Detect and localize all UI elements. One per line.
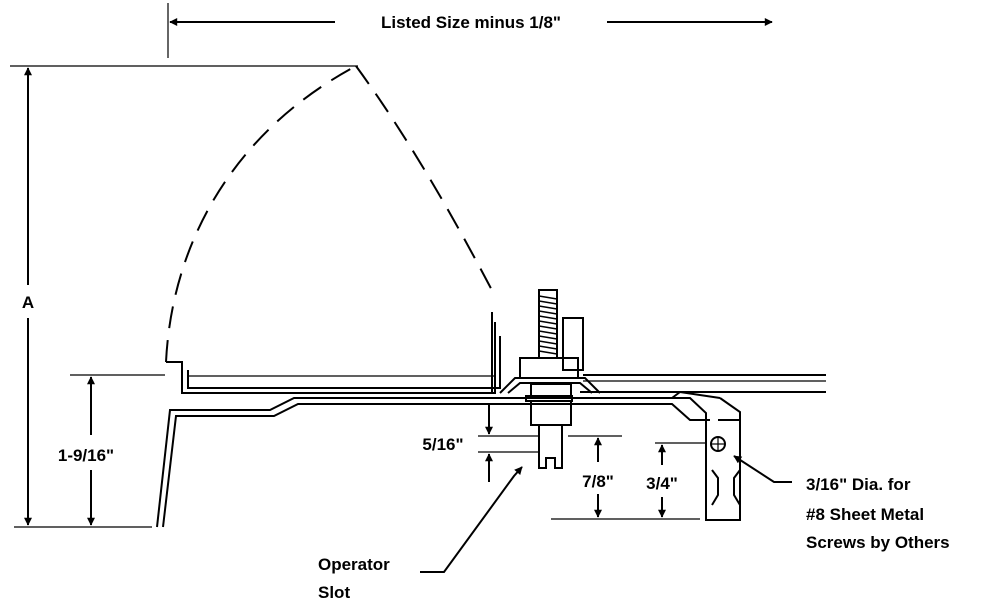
screw-hole-callout: 3/16" Dia. for #8 Sheet Metal Screws by … [733,455,950,552]
dimension-5-16: 5/16" [422,403,540,482]
shaft-base [519,357,579,379]
listed-size-label: Listed Size minus 1/8" [381,13,561,32]
thread-line [538,335,558,340]
hole-callout-line1: 3/16" Dia. for [806,475,911,494]
thread-line [538,310,558,315]
dim-7-8-label: 7/8" [582,472,614,491]
frame-inner [162,403,710,528]
dim-5-16-label: 5/16" [422,435,463,454]
tab-notch [711,469,719,506]
dimension-7-8: 7/8" [551,435,700,520]
blade-swing-arc [165,65,496,375]
blade-arc-right [355,65,496,297]
frame-outer [156,397,741,528]
thread-line [538,350,558,355]
dimension-3-4: 3/4" [646,442,705,518]
blade-arc-left [165,65,357,363]
dim-3-4-label: 3/4" [646,474,678,493]
nut-bottom [530,400,572,426]
dimension-1-9-16: 1-9/16" [58,374,165,526]
tab-profile [718,419,741,520]
ceiling-sheet [580,374,826,393]
blade-profile [181,322,496,394]
thread-line [538,340,558,345]
thread-line [538,300,558,305]
damper-blade [181,312,501,394]
callout-leader [733,455,792,483]
rod-threads [538,295,558,355]
dim-a-label: A [22,293,34,312]
bracket-outer [499,377,601,394]
nut-top [530,383,572,397]
frame-corner [671,390,721,399]
thread-line [538,305,558,310]
operator-callout-line2: Slot [318,583,350,602]
hole-callout-line3: Screws by Others [806,533,950,552]
thread-line [538,325,558,330]
mounting-tab [710,419,741,520]
dimension-a: A [10,65,358,528]
blade-tip-left [166,361,183,375]
operator-slot-shaft [538,425,563,469]
thread-line [538,345,558,350]
thread-line [538,295,558,300]
thread-line [538,320,558,325]
thread-line [538,330,558,335]
stop-block [562,317,584,371]
thread-line [538,315,558,320]
dim-1-9-16-label: 1-9/16" [58,446,114,465]
operator-callout-line1: Operator [318,555,390,574]
operator-slot-callout: Operator Slot [318,466,523,602]
listed-size-dimension: Listed Size minus 1/8" [167,3,773,58]
hole-callout-line2: #8 Sheet Metal [806,505,924,524]
operator-assembly [499,289,601,469]
callout-leader [420,466,523,573]
blade-profile-inner [187,336,501,389]
frame-sleeve [156,390,741,528]
